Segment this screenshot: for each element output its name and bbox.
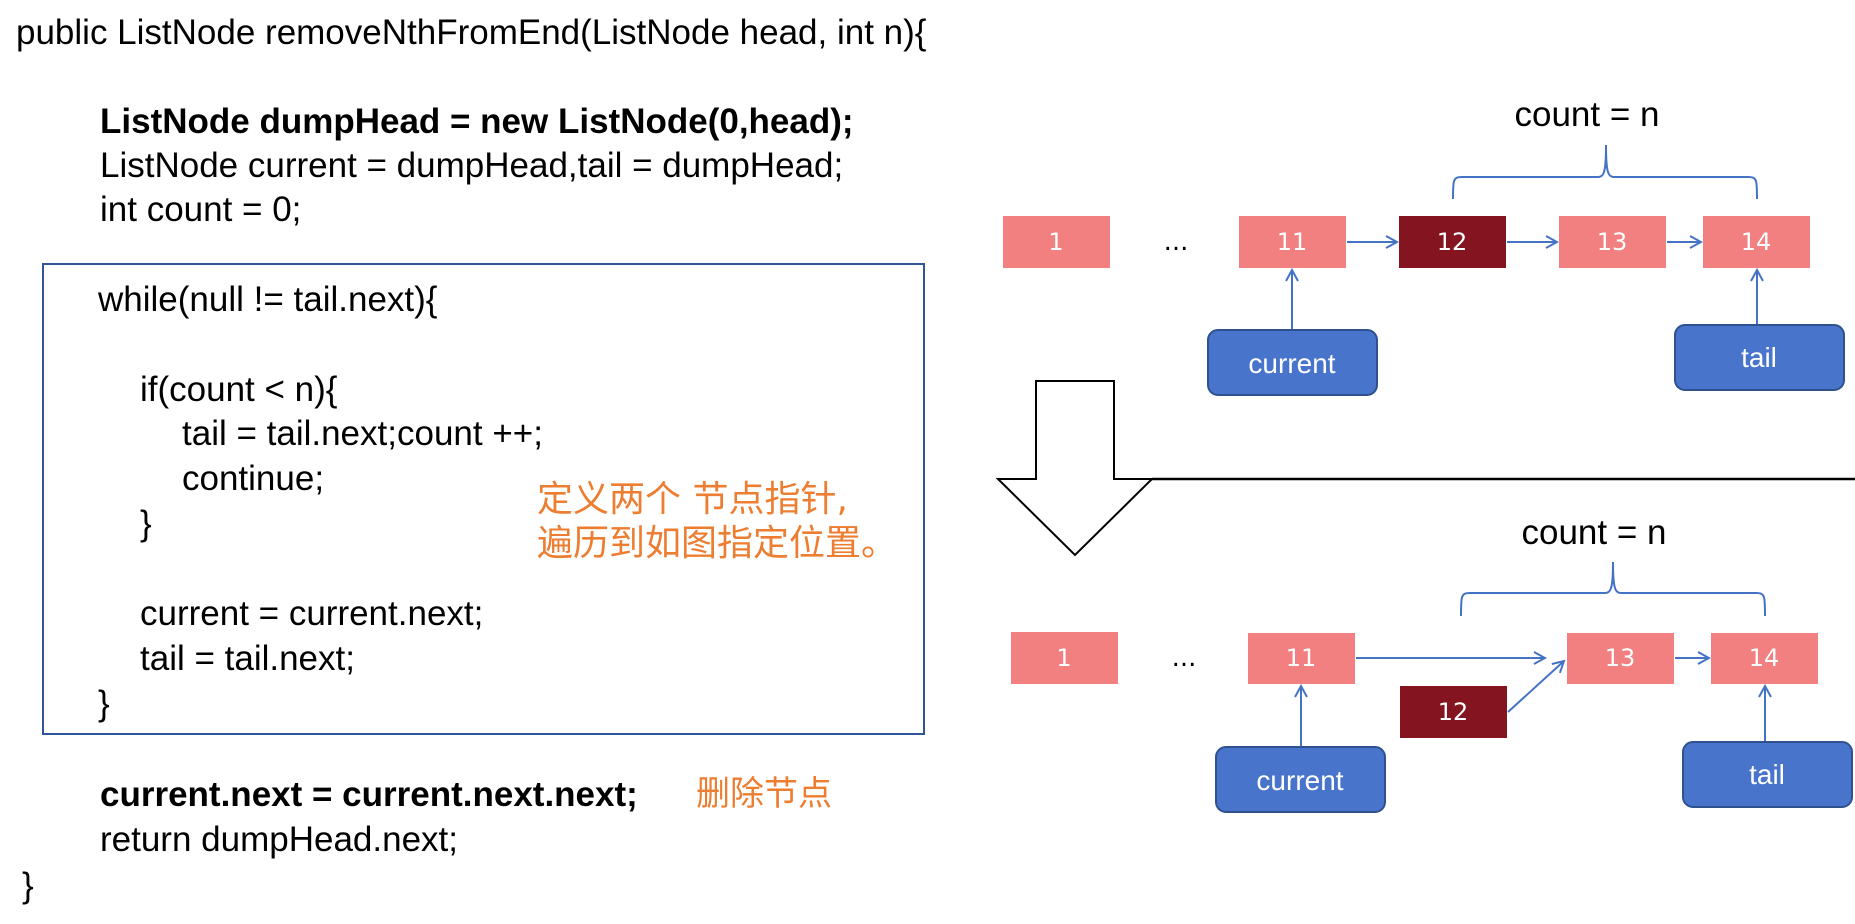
arrow-12-13-after	[1507, 661, 1564, 713]
node-13-before-label: 13	[1597, 228, 1628, 256]
tail-label-before: tail	[1741, 342, 1777, 373]
node-14-before-label: 14	[1741, 228, 1772, 256]
node-11-before-label: 11	[1277, 228, 1308, 256]
node-1-after	[1011, 632, 1118, 684]
node-13-after	[1567, 633, 1674, 684]
code-advance-tail: tail = tail.next;count ++;	[182, 414, 543, 453]
count-label-after: count = n	[1522, 513, 1667, 552]
node-1-before	[1003, 216, 1110, 268]
code-line-pointers: ListNode current = dumpHead,tail = dumpH…	[100, 146, 844, 185]
code-while: while(null != tail.next){	[98, 280, 438, 319]
code-return: return dumpHead.next;	[100, 820, 458, 859]
node-12-after-removed	[1400, 686, 1507, 738]
node-1-after-label: 1	[1056, 644, 1071, 672]
loop-note-line2: 遍历到如图指定位置。	[537, 523, 898, 564]
code-line-dumphead: ListNode dumpHead = new ListNode(0,head)…	[100, 102, 854, 141]
node-12-after-label: 12	[1438, 698, 1469, 726]
tail-pointer-after	[1682, 741, 1853, 808]
node-14-after	[1711, 633, 1818, 684]
code-if-close: }	[140, 504, 152, 543]
node-13-before	[1559, 216, 1666, 268]
code-while-close: }	[98, 684, 110, 723]
count-label-before: count = n	[1515, 95, 1660, 134]
code-if: if(count < n){	[140, 370, 338, 409]
code-advance-tail-2: tail = tail.next;	[140, 639, 355, 678]
diagram-after: count = n 1 ... 11 12 13 14 current tail	[1011, 513, 1853, 813]
node-11-after	[1248, 633, 1355, 684]
current-pointer-after	[1215, 746, 1386, 813]
node-13-after-label: 13	[1605, 644, 1636, 672]
code-advance-current: current = current.next;	[140, 594, 484, 633]
node-14-before	[1703, 216, 1810, 268]
code-delete: current.next = current.next.next;	[100, 775, 638, 814]
delete-note: 删除节点	[696, 774, 832, 814]
brace-before	[1452, 144, 1758, 200]
loop-note: 定义两个 节点指针, 遍历到如图指定位置。	[537, 478, 897, 566]
ellipsis-before: ...	[1164, 227, 1189, 257]
method-signature: public ListNode removeNthFromEnd(ListNod…	[16, 13, 927, 52]
node-1-before-label: 1	[1048, 228, 1063, 256]
current-label-before: current	[1248, 348, 1335, 379]
current-pointer-before	[1207, 329, 1378, 396]
diagram-before: count = n 1 ... 11 12 13 14 current tail	[1003, 95, 1845, 396]
down-arrow-icon	[995, 380, 1155, 557]
node-14-after-label: 14	[1749, 644, 1780, 672]
tail-pointer-before	[1674, 324, 1845, 391]
node-11-after-label: 11	[1286, 644, 1317, 672]
node-12-before-label: 12	[1437, 228, 1468, 256]
ellipsis-after: ...	[1172, 643, 1197, 673]
code-line-count: int count = 0;	[100, 190, 302, 229]
node-11-before	[1239, 216, 1346, 268]
code-continue: continue;	[182, 459, 325, 498]
loop-note-line1: 定义两个 节点指针,	[537, 479, 848, 520]
loop-highlight-box	[42, 263, 925, 735]
brace-after	[1460, 561, 1766, 617]
node-12-before	[1399, 216, 1506, 268]
code-method-close: }	[22, 866, 34, 905]
current-label-after: current	[1256, 765, 1343, 796]
tail-label-after: tail	[1749, 759, 1785, 790]
